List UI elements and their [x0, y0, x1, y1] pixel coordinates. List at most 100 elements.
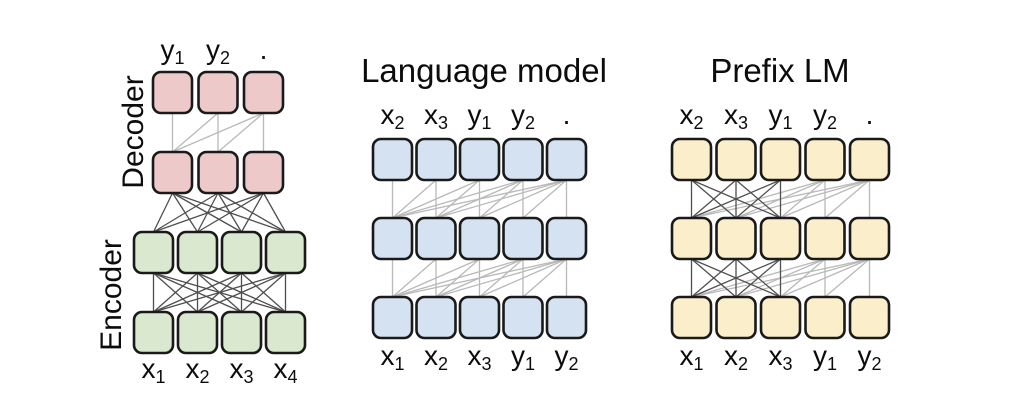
attention-line-light [392, 258, 567, 298]
attention-line-dark [240, 192, 265, 233]
language-model-block [415, 216, 457, 261]
token-label: y2 [813, 99, 837, 133]
token-label: . [866, 99, 874, 130]
attention-line-light [392, 179, 524, 219]
language-model-block [458, 137, 501, 182]
token-label: x4 [273, 353, 297, 387]
token-label: y1 [160, 34, 184, 68]
language-model-block [415, 295, 457, 340]
token-label: y1 [467, 99, 491, 133]
attention-line-light [392, 179, 480, 219]
attention-line-dark [153, 272, 198, 313]
language-model-block [371, 216, 414, 261]
token-label: x2 [380, 99, 404, 133]
attention-line-dark [153, 272, 286, 313]
attention-line-light [780, 258, 870, 298]
attention-line-dark [691, 258, 737, 298]
encoder-decoder-block [151, 150, 194, 195]
encoder-decoder-block [176, 230, 219, 275]
attention-line-dark [691, 179, 781, 219]
language-model-block [502, 137, 544, 182]
attention-line-dark [152, 192, 174, 233]
token-label: y1 [768, 99, 792, 133]
attention-line-light [435, 258, 567, 298]
token-label: x1 [679, 340, 703, 374]
prefix-lm-block [715, 295, 757, 340]
language-model-block [371, 295, 414, 340]
encoder-decoder-block [242, 70, 285, 115]
prefix-lm-block [670, 216, 713, 261]
token-label: x1 [380, 340, 404, 374]
prefix-lm-title: Prefix LM [710, 52, 850, 89]
encoder-decoder-block [242, 150, 285, 195]
token-label: y1 [511, 340, 535, 374]
prefix-lm-block [670, 295, 713, 340]
token-label: x3 [424, 99, 448, 133]
attention-line-dark [735, 179, 781, 219]
language-model-block [502, 295, 544, 340]
attention-line-light [435, 179, 567, 219]
attention-line-light [392, 179, 437, 219]
attention-line-light [172, 112, 264, 153]
token-label: x1 [141, 353, 165, 387]
prefix-lm-block [670, 137, 713, 182]
prefix-lm-block [848, 216, 891, 261]
attention-line-light [824, 258, 870, 298]
prefix-lm-block [715, 216, 757, 261]
token-label: x3 [768, 340, 792, 374]
attention-line-dark [197, 272, 286, 313]
attention-line-dark [197, 192, 264, 233]
prefix-lm-block [848, 137, 891, 182]
token-label: x3 [229, 353, 253, 387]
token-label: y2 [511, 99, 535, 133]
token-label: x3 [467, 340, 491, 374]
decoder-label: Decoder [117, 75, 150, 189]
attention-line-light [522, 258, 567, 298]
language-model-block [545, 137, 588, 182]
token-label: . [260, 34, 268, 65]
attention-line-light [522, 179, 567, 219]
attention-line-light [392, 179, 567, 219]
encoder-decoder-block [176, 310, 219, 355]
attention-line-dark [735, 258, 781, 298]
prefix-lm-block [848, 295, 891, 340]
attention-line-dark [262, 192, 287, 233]
attention-line-dark [241, 272, 286, 313]
attention-line-dark [153, 192, 219, 233]
encoder-decoder-block [264, 230, 307, 275]
attention-line-light [392, 258, 524, 298]
attention-line-light [780, 179, 870, 219]
prefix-lm-block [804, 137, 846, 182]
encoder-decoder-block [220, 230, 263, 275]
attention-line-light [392, 258, 480, 298]
token-label: y2 [206, 34, 230, 68]
attention-line-light [479, 179, 567, 219]
encoder-decoder-block [132, 310, 175, 355]
attention-line-light [392, 258, 437, 298]
prefix-lm-block [759, 137, 802, 182]
encoder-decoder-block [197, 70, 239, 115]
token-label: y1 [813, 340, 837, 374]
prefix-lm-block [804, 216, 846, 261]
attention-line-dark [691, 258, 781, 298]
prefix-lm-block [715, 137, 757, 182]
attention-line-dark [217, 192, 286, 233]
token-label: . [563, 99, 571, 130]
attention-line-light [735, 179, 870, 219]
prefix-lm-block [804, 295, 846, 340]
attention-line-dark [153, 192, 264, 233]
encoder-decoder-block [151, 70, 194, 115]
language-model-block [545, 295, 588, 340]
attention-line-light [824, 179, 870, 219]
language-model-block [415, 137, 457, 182]
encoder-decoder-block [264, 310, 307, 355]
attention-line-light [735, 258, 870, 298]
encoder-decoder-block [197, 150, 239, 195]
language-model-block [545, 216, 588, 261]
encoder-decoder-block [132, 230, 175, 275]
encoder-decoder-block [220, 310, 263, 355]
